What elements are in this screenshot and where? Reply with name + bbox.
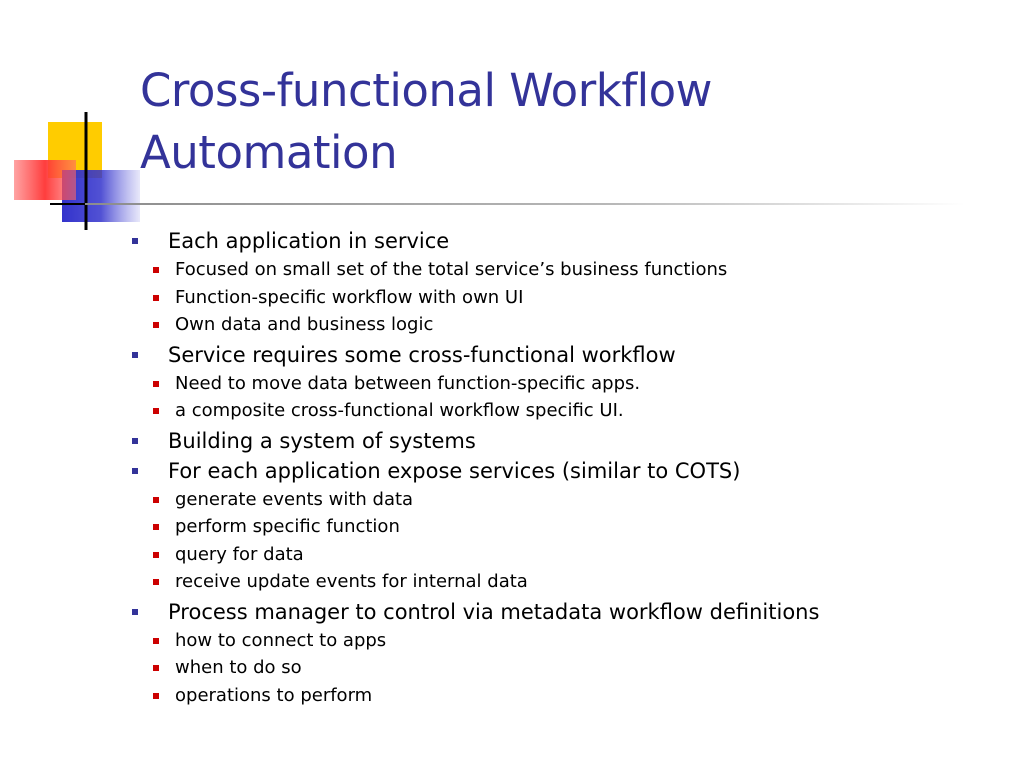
square-sub-bullet-icon [153, 637, 159, 644]
square-sub-bullet-icon [153, 551, 159, 558]
list-item: Each application in service [130, 226, 1000, 256]
corner-decoration-icon [14, 112, 150, 230]
list-item: For each application expose services (si… [130, 456, 1000, 486]
square-bullet-icon [132, 467, 138, 474]
square-sub-bullet-icon [153, 322, 159, 328]
sub-list-wrapper: how to connect to apps when to do so ope… [130, 627, 1000, 710]
sub-bullet-text: Need to move data between function-speci… [175, 372, 641, 394]
bullet-text: Building a system of systems [168, 428, 476, 453]
sub-bullet-list: Need to move data between function-speci… [130, 370, 1000, 425]
square-sub-bullet-icon [153, 294, 159, 301]
square-sub-bullet-icon [153, 692, 159, 699]
sub-list-item: a composite cross-functional workflow sp… [130, 397, 1000, 425]
square-sub-bullet-icon [153, 267, 159, 273]
sub-list-item: query for data [130, 541, 1000, 569]
sub-list-item: Own data and business logic [130, 311, 1000, 339]
square-sub-bullet-icon [153, 408, 159, 414]
list-item: Process manager to control via metadata … [130, 597, 1000, 627]
square-bullet-icon [132, 351, 138, 358]
sub-list-item: Function-specific workflow with own UI [130, 284, 1000, 312]
bullet-text: Process manager to control via metadata … [168, 599, 820, 624]
slide-title-line-2: Automation [140, 126, 398, 179]
bullet-text: Each application in service [168, 229, 450, 253]
square-sub-bullet-icon [153, 380, 159, 387]
sub-list-item: when to do so [130, 654, 1000, 682]
sub-bullet-list: how to connect to apps when to do so ope… [130, 627, 1000, 710]
sub-bullet-text: perform specific function [175, 516, 400, 537]
sub-list-item: Need to move data between function-speci… [130, 370, 1000, 398]
square-sub-bullet-icon [153, 665, 159, 671]
square-sub-bullet-icon [153, 524, 159, 530]
sub-bullet-text: when to do so [175, 657, 302, 678]
sub-bullet-text: receive update events for internal data [175, 571, 528, 592]
sub-bullet-list: generate events with data perform specif… [130, 486, 1000, 596]
slide-title: Cross-functional Workflow Automation [140, 60, 1000, 184]
sub-bullet-text: operations to perform [175, 684, 373, 706]
sub-bullet-list: Focused on small set of the total servic… [130, 256, 1000, 339]
sub-bullet-text: generate events with data [175, 488, 414, 510]
list-item: Service requires some cross-functional w… [130, 340, 1000, 370]
sub-bullet-text: how to connect to apps [175, 629, 387, 651]
sub-list-item: Focused on small set of the total servic… [130, 256, 1000, 284]
sub-bullet-text: Focused on small set of the total servic… [175, 259, 728, 280]
title-divider [85, 203, 965, 205]
sub-bullet-text: query for data [175, 543, 304, 565]
bullet-text: Service requires some cross-functional w… [168, 342, 676, 367]
square-bullet-icon [132, 238, 138, 244]
sub-list-item: receive update events for internal data [130, 568, 1000, 596]
square-bullet-icon [132, 608, 138, 615]
bullet-text: For each application expose services (si… [168, 458, 741, 483]
sub-list-wrapper: generate events with data perform specif… [130, 486, 1000, 596]
bullet-list: Each application in service Focused on s… [130, 226, 1000, 710]
sub-bullet-text: Own data and business logic [175, 314, 434, 335]
sub-bullet-text: a composite cross-functional workflow sp… [175, 400, 624, 421]
sub-bullet-text: Function-specific workflow with own UI [175, 286, 524, 308]
square-sub-bullet-icon [153, 579, 159, 585]
list-item: Building a system of systems [130, 426, 1000, 456]
slide-title-line-1: Cross-functional Workflow [140, 64, 712, 117]
square-bullet-icon [132, 437, 138, 444]
sub-list-wrapper: Need to move data between function-speci… [130, 370, 1000, 425]
sub-list-item: operations to perform [130, 682, 1000, 710]
sub-list-wrapper: Focused on small set of the total servic… [130, 256, 1000, 339]
sub-list-item: generate events with data [130, 486, 1000, 514]
sub-list-item: how to connect to apps [130, 627, 1000, 655]
sub-list-item: perform specific function [130, 513, 1000, 541]
square-sub-bullet-icon [153, 496, 159, 503]
